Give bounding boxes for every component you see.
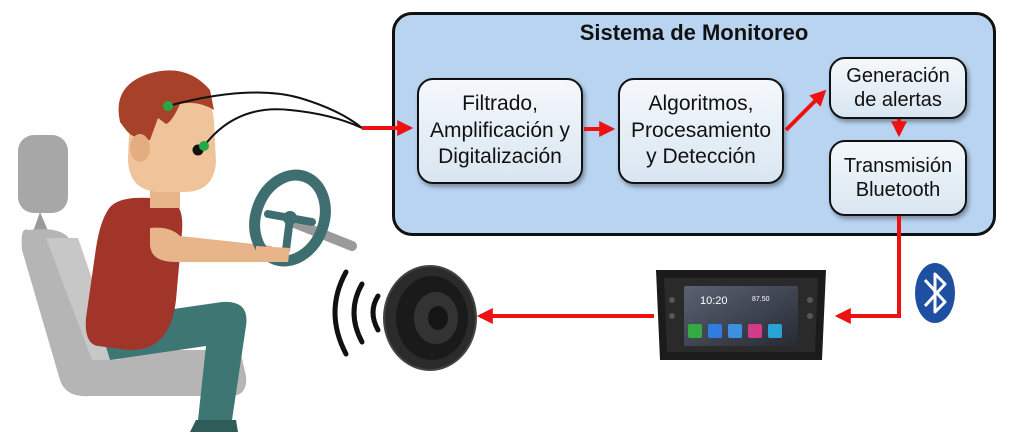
car-radio-icon: 10:20 87.50 <box>656 270 826 360</box>
driver-head <box>118 70 216 208</box>
sound-waves-icon <box>332 269 381 357</box>
driver-hand <box>256 246 290 262</box>
electrode-icon <box>163 91 363 151</box>
radio-time: 10:20 <box>700 295 728 307</box>
arrow-bluetooth-to-radio <box>834 216 901 324</box>
stage-filtrado: Filtrado, Amplificación y Digitalización <box>417 78 583 184</box>
panel-title: Sistema de Monitoreo <box>579 20 809 45</box>
stage-alertas: Generación de alertas <box>829 57 967 119</box>
stage-algoritmos: Algoritmos, Procesamiento y Detección <box>618 78 784 184</box>
driver-arm <box>150 227 272 262</box>
speaker-icon <box>383 265 477 371</box>
stage-bluetooth: Transmisión Bluetooth <box>829 140 967 216</box>
arrow-algoritmos-to-alertas <box>784 89 827 132</box>
radio-frequency: 87.50 <box>752 296 770 303</box>
bluetooth-icon <box>915 263 955 323</box>
